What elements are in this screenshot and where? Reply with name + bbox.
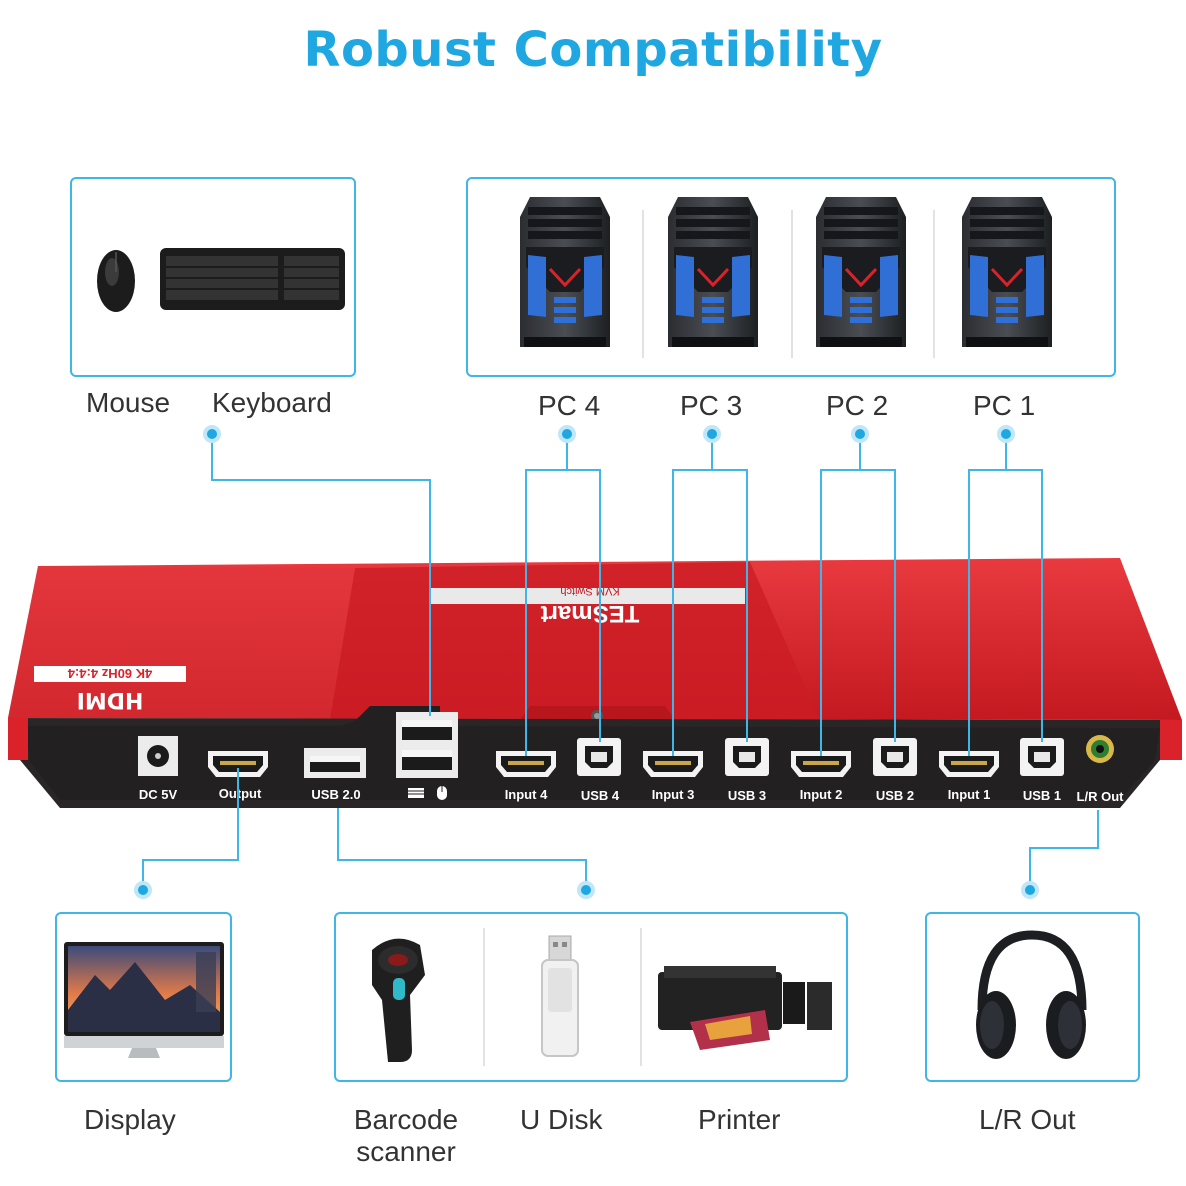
keyboard-mouse-usb-ports: [396, 712, 458, 778]
brand-label: TESmart: [541, 600, 640, 627]
barcode-label-line1: Barcode: [353, 1104, 459, 1135]
port-label-usb20: USB 2.0: [311, 787, 360, 802]
port-label-usb4: USB 4: [581, 788, 620, 803]
pc3-label: PC 3: [680, 390, 743, 421]
port-label-usb1: USB 1: [1023, 788, 1061, 803]
headphones-icon: [976, 930, 1087, 1059]
pc4-tower-icon: [518, 195, 612, 349]
port-label-dc: DC 5V: [139, 787, 178, 802]
port-label-input3: Input 3: [652, 787, 695, 802]
usb-stick-icon: [541, 935, 579, 1057]
pc-dividers: [642, 210, 935, 358]
port-label-input1: Input 1: [948, 787, 991, 802]
pc2-tower-icon: [814, 195, 908, 349]
display-label: Display: [84, 1104, 176, 1135]
keyboard-small-icon: [408, 788, 424, 798]
usb20-port: [304, 748, 366, 778]
barcode-scanner-icon: [372, 938, 425, 1062]
spec-label: 4K 60Hz 4:4:4: [67, 666, 152, 681]
monitor-icon: [64, 942, 224, 1058]
dc-port: [138, 736, 178, 776]
pc4-label: PC 4: [538, 390, 601, 421]
barcode-label-line2: scanner: [356, 1136, 456, 1167]
model-label: KVM Switch: [560, 585, 619, 597]
pc1-tower-icon: [960, 195, 1054, 349]
port-label-input4: Input 4: [505, 787, 548, 802]
lrout-label: L/R Out: [979, 1104, 1076, 1135]
usb-device-dividers: [483, 928, 642, 1066]
page-title: Robust Compatibility: [303, 22, 883, 78]
udisk-label: U Disk: [520, 1104, 603, 1135]
printer-label: Printer: [698, 1104, 781, 1135]
printer-icon: [658, 966, 832, 1050]
audio-box: [925, 912, 1140, 1082]
port-label-input2: Input 2: [800, 787, 843, 802]
usb4-port: [577, 738, 621, 776]
hdmi-logo: HDMI: [77, 687, 144, 712]
keyboard-icon: [160, 248, 345, 310]
usb2-port: [873, 738, 917, 776]
pc2-label: PC 2: [826, 390, 889, 421]
mouse-icon: [97, 250, 135, 312]
connector-lines: [142, 434, 1099, 890]
pc3-tower-icon: [666, 195, 760, 349]
pc1-label: PC 1: [973, 390, 1036, 421]
port-label-usb2: USB 2: [876, 788, 914, 803]
usb3-port: [725, 738, 769, 776]
mouse-label: Mouse: [86, 387, 171, 418]
audio-jack-port: [1086, 735, 1114, 763]
usb1-port: [1020, 738, 1064, 776]
mouse-small-icon: [437, 786, 447, 800]
port-label-usb3: USB 3: [728, 788, 766, 803]
port-label-output: Output: [219, 786, 262, 801]
port-label-lrout: L/R Out: [1077, 789, 1125, 804]
keyboard-label: Keyboard: [212, 387, 332, 418]
